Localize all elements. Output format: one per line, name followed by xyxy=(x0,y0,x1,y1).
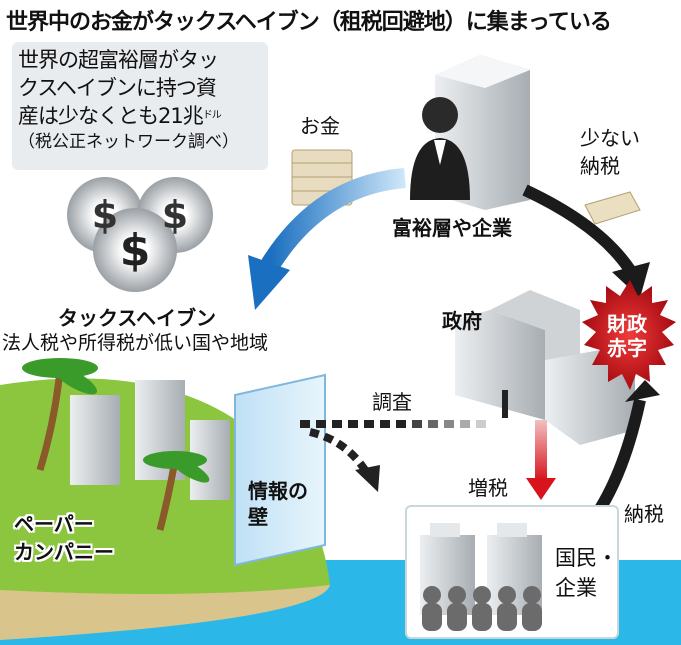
info-line-1: 世界の超富裕層がタッ xyxy=(18,48,219,72)
citizens-label: 国民・企業 xyxy=(555,543,618,603)
info-wall-line-1: 情報の xyxy=(248,479,308,503)
info-wall-label: 情報の壁 xyxy=(248,478,308,530)
unit: ドル xyxy=(202,110,222,121)
citizens-box: 国民・企業 xyxy=(405,505,619,639)
info-source: （税公正ネットワーク調べ） xyxy=(18,132,239,152)
svg-text:$: $ xyxy=(162,193,188,237)
government-building xyxy=(455,290,635,445)
svg-text:$: $ xyxy=(120,225,151,276)
money-label: お金 xyxy=(300,114,340,138)
info-line-3: 産は少なくとも21兆ドル xyxy=(18,102,262,130)
info-line-2: クスヘイブンに持つ資 xyxy=(18,76,217,100)
info-line-3-text: 産は少なくとも21兆 xyxy=(18,104,204,128)
deficit-line-2: 赤字 xyxy=(607,336,647,360)
tax-haven-label: タックスヘイブン xyxy=(58,306,216,330)
info-wall-line-2: 壁 xyxy=(248,505,268,529)
tax-increase-label: 増税 xyxy=(468,476,508,500)
info-wall xyxy=(234,373,326,567)
deficit-line-1: 財政 xyxy=(607,312,647,336)
citizens-line-1: 国民・ xyxy=(555,546,618,570)
money-bags-icon: $ $ $ xyxy=(67,177,213,292)
small-tax-label-2: 納税 xyxy=(580,154,620,178)
investigation-label: 調査 xyxy=(372,390,412,414)
bill-icon xyxy=(584,191,641,225)
investigation-arrow xyxy=(300,420,486,492)
deficit-label: 財政赤字 xyxy=(607,312,647,360)
paper-company-line-1: ペーパー xyxy=(14,512,94,536)
tax-increase-arrow xyxy=(535,420,547,480)
tax-payment-arrow xyxy=(592,398,646,516)
businessman-icon xyxy=(410,97,470,200)
tax-haven-desc: 法人税や所得税が低い国や地域 xyxy=(2,332,269,354)
citizens-icon xyxy=(420,523,542,631)
deficit-burst xyxy=(582,280,676,390)
small-tax-arrow xyxy=(522,184,635,274)
citizens-line-2: 企業 xyxy=(555,576,597,600)
government-label: 政府 xyxy=(442,309,482,333)
wealthy-label: 富裕層や企業 xyxy=(392,216,512,240)
svg-text:$: $ xyxy=(92,193,118,237)
paper-company-label: ペーパーカンパニー xyxy=(14,510,114,566)
page-title: 世界中のお金がタックスヘイブン（租税回避地）に集まっている xyxy=(6,10,612,35)
money-flow-arrow xyxy=(261,168,406,271)
small-tax-label-1: 少ない xyxy=(580,126,640,150)
info-box: 世界の超富裕層がタッ クスヘイブンに持つ資 産は少なくとも21兆ドル （税公正ネ… xyxy=(12,42,268,170)
tax-payment-label: 納税 xyxy=(624,502,664,526)
paper-company-line-2: カンパニー xyxy=(14,540,114,564)
